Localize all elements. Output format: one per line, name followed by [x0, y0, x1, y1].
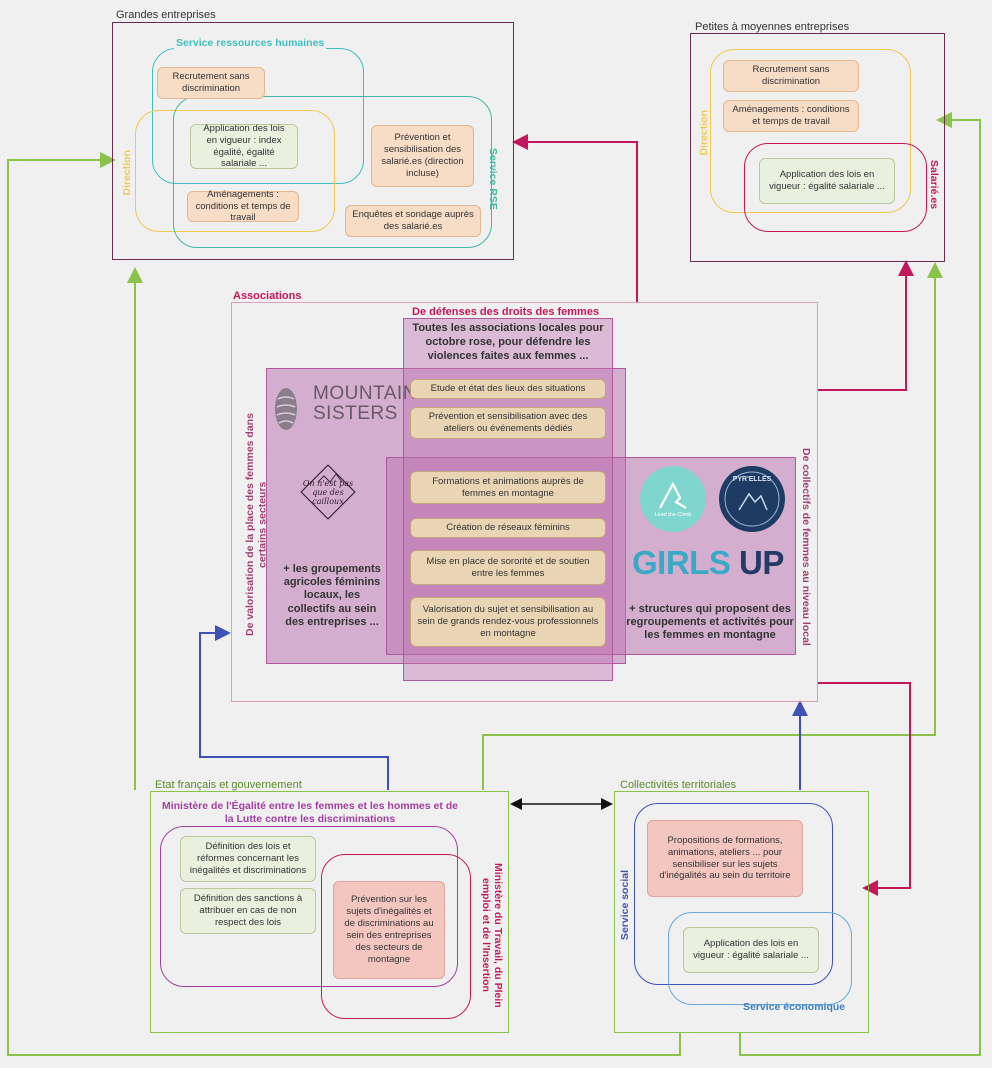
service-social-label: Service social [619, 870, 631, 941]
associations-box [231, 302, 818, 702]
direction-label: Direction [121, 150, 133, 196]
girls-up-logo: GIRLS UP [632, 544, 784, 582]
structures-text: + structures qui proposent des regroupem… [626, 603, 794, 642]
mountain-sisters-line1: MOUNTAIN [313, 383, 417, 404]
grandes-entreprises-title: Grandes entreprises [116, 9, 216, 21]
pyr-elles-logo: PYR'ELLES [719, 466, 785, 532]
note-prevention-ateliers: Prévention et sensibilisation avec des a… [410, 407, 606, 439]
etat-box [150, 791, 509, 1033]
service-economique-frame [668, 912, 852, 1005]
note-prevention-salaries: Prévention et sensibilisation des salari… [371, 125, 474, 187]
cailloux-badge-icon [296, 460, 360, 524]
note-definition-lois: Définition des lois et réformes concerna… [180, 836, 316, 882]
note-etude: Etude et état des lieux des situations [410, 379, 606, 399]
petites-entreprises-title: Petites à moyennes entreprises [695, 21, 850, 33]
direction-frame-pme [710, 49, 911, 213]
note-recrutement-pme: Recrutement sans discrimination [723, 60, 859, 92]
cailloux-badge-text: On n'est pas que des cailloux [302, 479, 354, 506]
note-valorisation-sujet: Valorisation du sujet et sensibilisation… [410, 597, 606, 647]
note-application-collectivites: Application des lois en vigueur : égalit… [683, 927, 819, 973]
lead-the-climb-logo: Lead the Climb [640, 466, 706, 532]
service-rh-label: Service ressources humaines [174, 37, 327, 49]
ministere-egalite-frame [160, 826, 458, 987]
note-propositions: Propositions de formations, animations, … [647, 820, 803, 897]
service-economique-label: Service économique [743, 1001, 846, 1013]
note-reseaux: Création de réseaux féminins [410, 518, 606, 538]
defenses-text: Toutes les associations locales pour oct… [412, 322, 604, 362]
valorisation-title: De valorisation de la place des femmes d… [244, 413, 269, 637]
ministere-travail-frame [321, 854, 471, 1019]
salaries-frame [744, 143, 927, 232]
associations-title: Associations [233, 290, 302, 302]
note-application-pme: Application des lois en vigueur : égalit… [759, 158, 895, 204]
service-social-frame [634, 803, 833, 985]
lead-the-climb-text: Lead the Climb [654, 512, 692, 518]
note-application-lois: Application des lois en vigueur : index … [190, 123, 298, 169]
direction-label-pme: Direction [698, 110, 710, 156]
service-rse-frame [173, 96, 492, 248]
note-definition-sanctions: Définition des sanctions à attribuer en … [180, 888, 316, 934]
note-enquetes: Enquêtes et sondage auprès des salarié.e… [345, 205, 481, 237]
collectifs-title: De collectifs de femmes au niveau local [800, 448, 812, 646]
collectivites-box [614, 791, 869, 1033]
petites-entreprises-box [690, 33, 945, 262]
note-amenagements-pme: Aménagements : conditions et temps de tr… [723, 100, 859, 132]
grandes-entreprises-box [112, 22, 514, 260]
note-recrutement: Recrutement sans discrimination [157, 67, 265, 99]
note-amenagements: Aménagements : conditions et temps de tr… [187, 189, 299, 223]
mountain-sisters-icon [272, 385, 300, 433]
collectivites-title: Collectivités territoriales [620, 779, 737, 791]
note-sororite: Mise en place de sororité et de soutien … [410, 550, 606, 585]
mountain-sisters-line2: SISTERS [313, 402, 398, 424]
mountain-sisters-logo: MOUNTAIN SISTERS [313, 384, 417, 424]
ministere-travail-title: Ministère du Travail, du Plein emploi et… [479, 862, 504, 1008]
ministere-egalite-title: Ministère de l'Égalité entre les femmes … [161, 800, 459, 826]
service-rse-label: Service RSE [487, 148, 499, 210]
defenses-title: De défenses des droits des femmes [412, 306, 600, 318]
salaries-label: Salarié.es [928, 160, 940, 210]
direction-frame [135, 110, 335, 232]
note-prevention-montagne: Prévention sur les sujets d'inégalités e… [333, 881, 445, 979]
pyr-elles-text: PYR'ELLES [732, 476, 772, 483]
groupements-text: + les groupements agricoles féminins loc… [283, 563, 381, 628]
girls-up-text-b: UP [739, 544, 784, 581]
etat-title: Etat français et gouvernement [155, 779, 302, 791]
note-formations: Formations et animations auprès de femme… [410, 471, 606, 504]
girls-up-text-a: GIRLS [632, 544, 731, 581]
